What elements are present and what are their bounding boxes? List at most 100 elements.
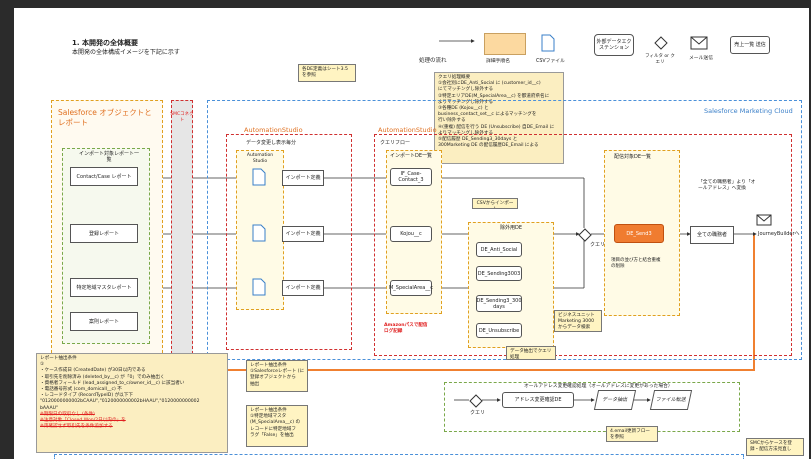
de-sending-300days[interactable]: DE_Sending3_300 days [476,295,522,312]
report_cond-line: ・レコードタイプ (RecordTypeID) が以下下 [40,393,133,399]
query-line: 行い除外する [438,118,466,124]
report_cond3-line: ①特定地域マスタ [250,414,287,420]
report-contact-case[interactable]: Contact/Case レポート [70,167,138,186]
all-send-note: 「全ての職務者」より「オールアドレス」へ変換 [698,180,756,191]
query-line: クエリ処理概要 [438,75,471,80]
query-line: ⑤配信履歴 DE_Sending3_30days と [438,136,518,142]
csv-file-icon [541,34,555,52]
exclude-de-label: 除外用DE [500,225,523,231]
report_cond-line: bAAAU" [40,405,59,411]
marketing-cloud-region [207,100,802,360]
de-definition-note: 各DE定義はシート3.5を参照 [298,64,356,82]
report_cond_red-line: ※注意対象「Closed Won/2日以内の」を [40,417,126,423]
data-export-box[interactable]: データ抽出 [593,390,637,410]
query-diamond-icon[interactable] [578,228,592,242]
marketing-cloud-label: Salesforce Marketing Cloud [704,107,793,115]
report_cond-line: ・資格者フィールド (lead_assigned_to_c/owner_id__… [40,380,185,386]
salesforce-region-label: Salesforce オブジェクトとレポート [58,108,152,128]
business-unit-note: ビジネスユニットMarketing 3000 からデータ検索 [554,310,602,332]
data-filter-note: データ抽出でクエリ処理 [506,346,556,360]
de-kojou[interactable]: Kojou__c [390,226,432,242]
query-line: よりマッチングし除外する [438,99,494,105]
filter-diamond-icon [654,36,668,50]
page-title: 1. 本開発の全体概要 [72,39,138,47]
file-transfer-box[interactable]: ファイル転送 [649,390,693,410]
automation-studio-1 [226,134,352,350]
query-line: ③各種DE (Kojou__c) と [438,105,489,111]
report_cond-line: ・取引先を削除済み (deleted_by__c) が「0」でのみ抽出く [40,374,165,380]
query-flow-label: クエリフロー [380,140,411,146]
legend-external-de: 外部データエクステンション [594,34,634,56]
report_cond-line: ・電話番号形式 (com_domicall__c) 不 [40,386,122,392]
report-registration[interactable]: 登録レポート [70,224,138,243]
de-case-contact[interactable]: IF_Case-Contact_3 [390,168,432,186]
legend-step: 詳細手順名 [486,59,510,64]
de-special-area[interactable]: M_SpecialArea__c [389,280,433,296]
page-subtitle: 本開発の全体構成イメージを下記に示す [72,49,180,56]
query2-label: クエリ [470,410,486,416]
journey-email-icon [756,214,772,226]
legend-journey: 売上一覧 送信 [730,36,770,54]
legend-csv: CSVファイル [536,59,565,64]
report-special-area[interactable]: 特定地域マスタレポート [70,278,138,297]
report_cond_red-line: ※期限日の取引なし (条件) [40,411,95,417]
email-icon [690,36,708,50]
de-anti-social[interactable]: DE_Anti_Social [476,242,522,257]
report_cond3-line: (M_SpecialArea__c) の [250,420,301,426]
address-change-de[interactable]: アドレス変更確認DE [502,392,574,408]
import-report-group-label: インポート対象レポート一覧 [79,151,140,164]
legend-step-box [484,33,526,55]
report_cond3-line: レコードに特定地域フ [250,426,296,432]
import-definition-3[interactable]: インポート定義 [282,280,324,296]
import-de-list-label: インポートDE一覧 [390,153,433,159]
csv-file-icon-3 [252,278,266,296]
csv-file-icon-1 [252,168,266,186]
legend-filter: フィルタ or クエリ [645,54,675,65]
smc-connect-label: SMCコネクト [170,112,194,123]
report_cond-line: ・ケース作成日 (CreatedDate) が30日以内である [40,368,146,374]
de-sending3003[interactable]: DE_Sending3003 [476,266,522,281]
all-address-group [444,382,740,432]
query-line: ①会社別にDE_Anti_Social に (customer_id__c) [438,81,541,87]
query-line: ②特定エリアDE(M_SpecialArea__c) を都道府県名に [438,93,550,99]
report_cond3-line: ラグ「False」を抽出 [250,432,294,438]
amazon-log-note: Amazonパスで配信ログ記録 [384,323,430,335]
report_cond2-line: レポート抽出条件 [250,363,287,368]
automation-studio-inner-label: Automation Studio [246,153,274,164]
report_cond-line: ① [40,362,45,368]
csv-file-icon-2 [252,224,266,242]
email-update-ref-note: 4.email更新フローを参照 [606,426,658,442]
report-other[interactable]: 案則レポート [70,312,138,331]
all-recipients-box[interactable]: 全ての職務者 [690,226,734,244]
report_cond2-line: 抽出 [250,381,260,387]
de-unsubscribe[interactable]: DE_Unsubscribe [476,323,522,338]
de-send[interactable]: DE_Send3 [614,224,664,243]
bottom-region [54,454,744,459]
smc-connect-bar [171,100,193,364]
journey-builder-label[interactable]: JourneyBuilderへ [758,231,800,237]
sort-note: 項目の並び方と結合重複の削除 [611,258,661,269]
report_cond2-line: ①Salesforceレポート (に [250,369,305,375]
query-line: business_contact_set__c によるマッチングを [438,112,537,118]
csv-import-note: CSVからインポート [472,198,518,209]
query-line: 300Marketing DE の配信履歴DE_Email による [438,143,539,149]
query-line: よりマッチングし除外する [438,130,494,136]
import-definition-1[interactable]: インポート定義 [282,170,324,186]
smc-case-note: SMCからケースを登録・配信方法見直し [746,438,804,456]
query-diamond-icon-2[interactable] [469,394,483,408]
all-address-label: オールアドレス変更確認処理（オールアドレスに変更があった場合） [524,384,673,389]
report_cond2-line: 登録オブジェクトから [250,375,296,381]
query-label: クエリ [590,242,606,248]
report-condition-red-rows: ※期限日の取引なし (条件)※注意対象「Closed Won/2日以内の」を※再… [40,412,224,431]
import-definition-2[interactable]: インポート定義 [282,226,324,242]
data-import-label: データ変更し表示毎分 [246,140,297,146]
automation-studio-2-label: AutomationStudio [378,126,437,134]
diagram-sheet: 1. 本開発の全体概要 本開発の全体構成イメージを下記に示す 処理の流れ 詳細手… [14,8,809,459]
